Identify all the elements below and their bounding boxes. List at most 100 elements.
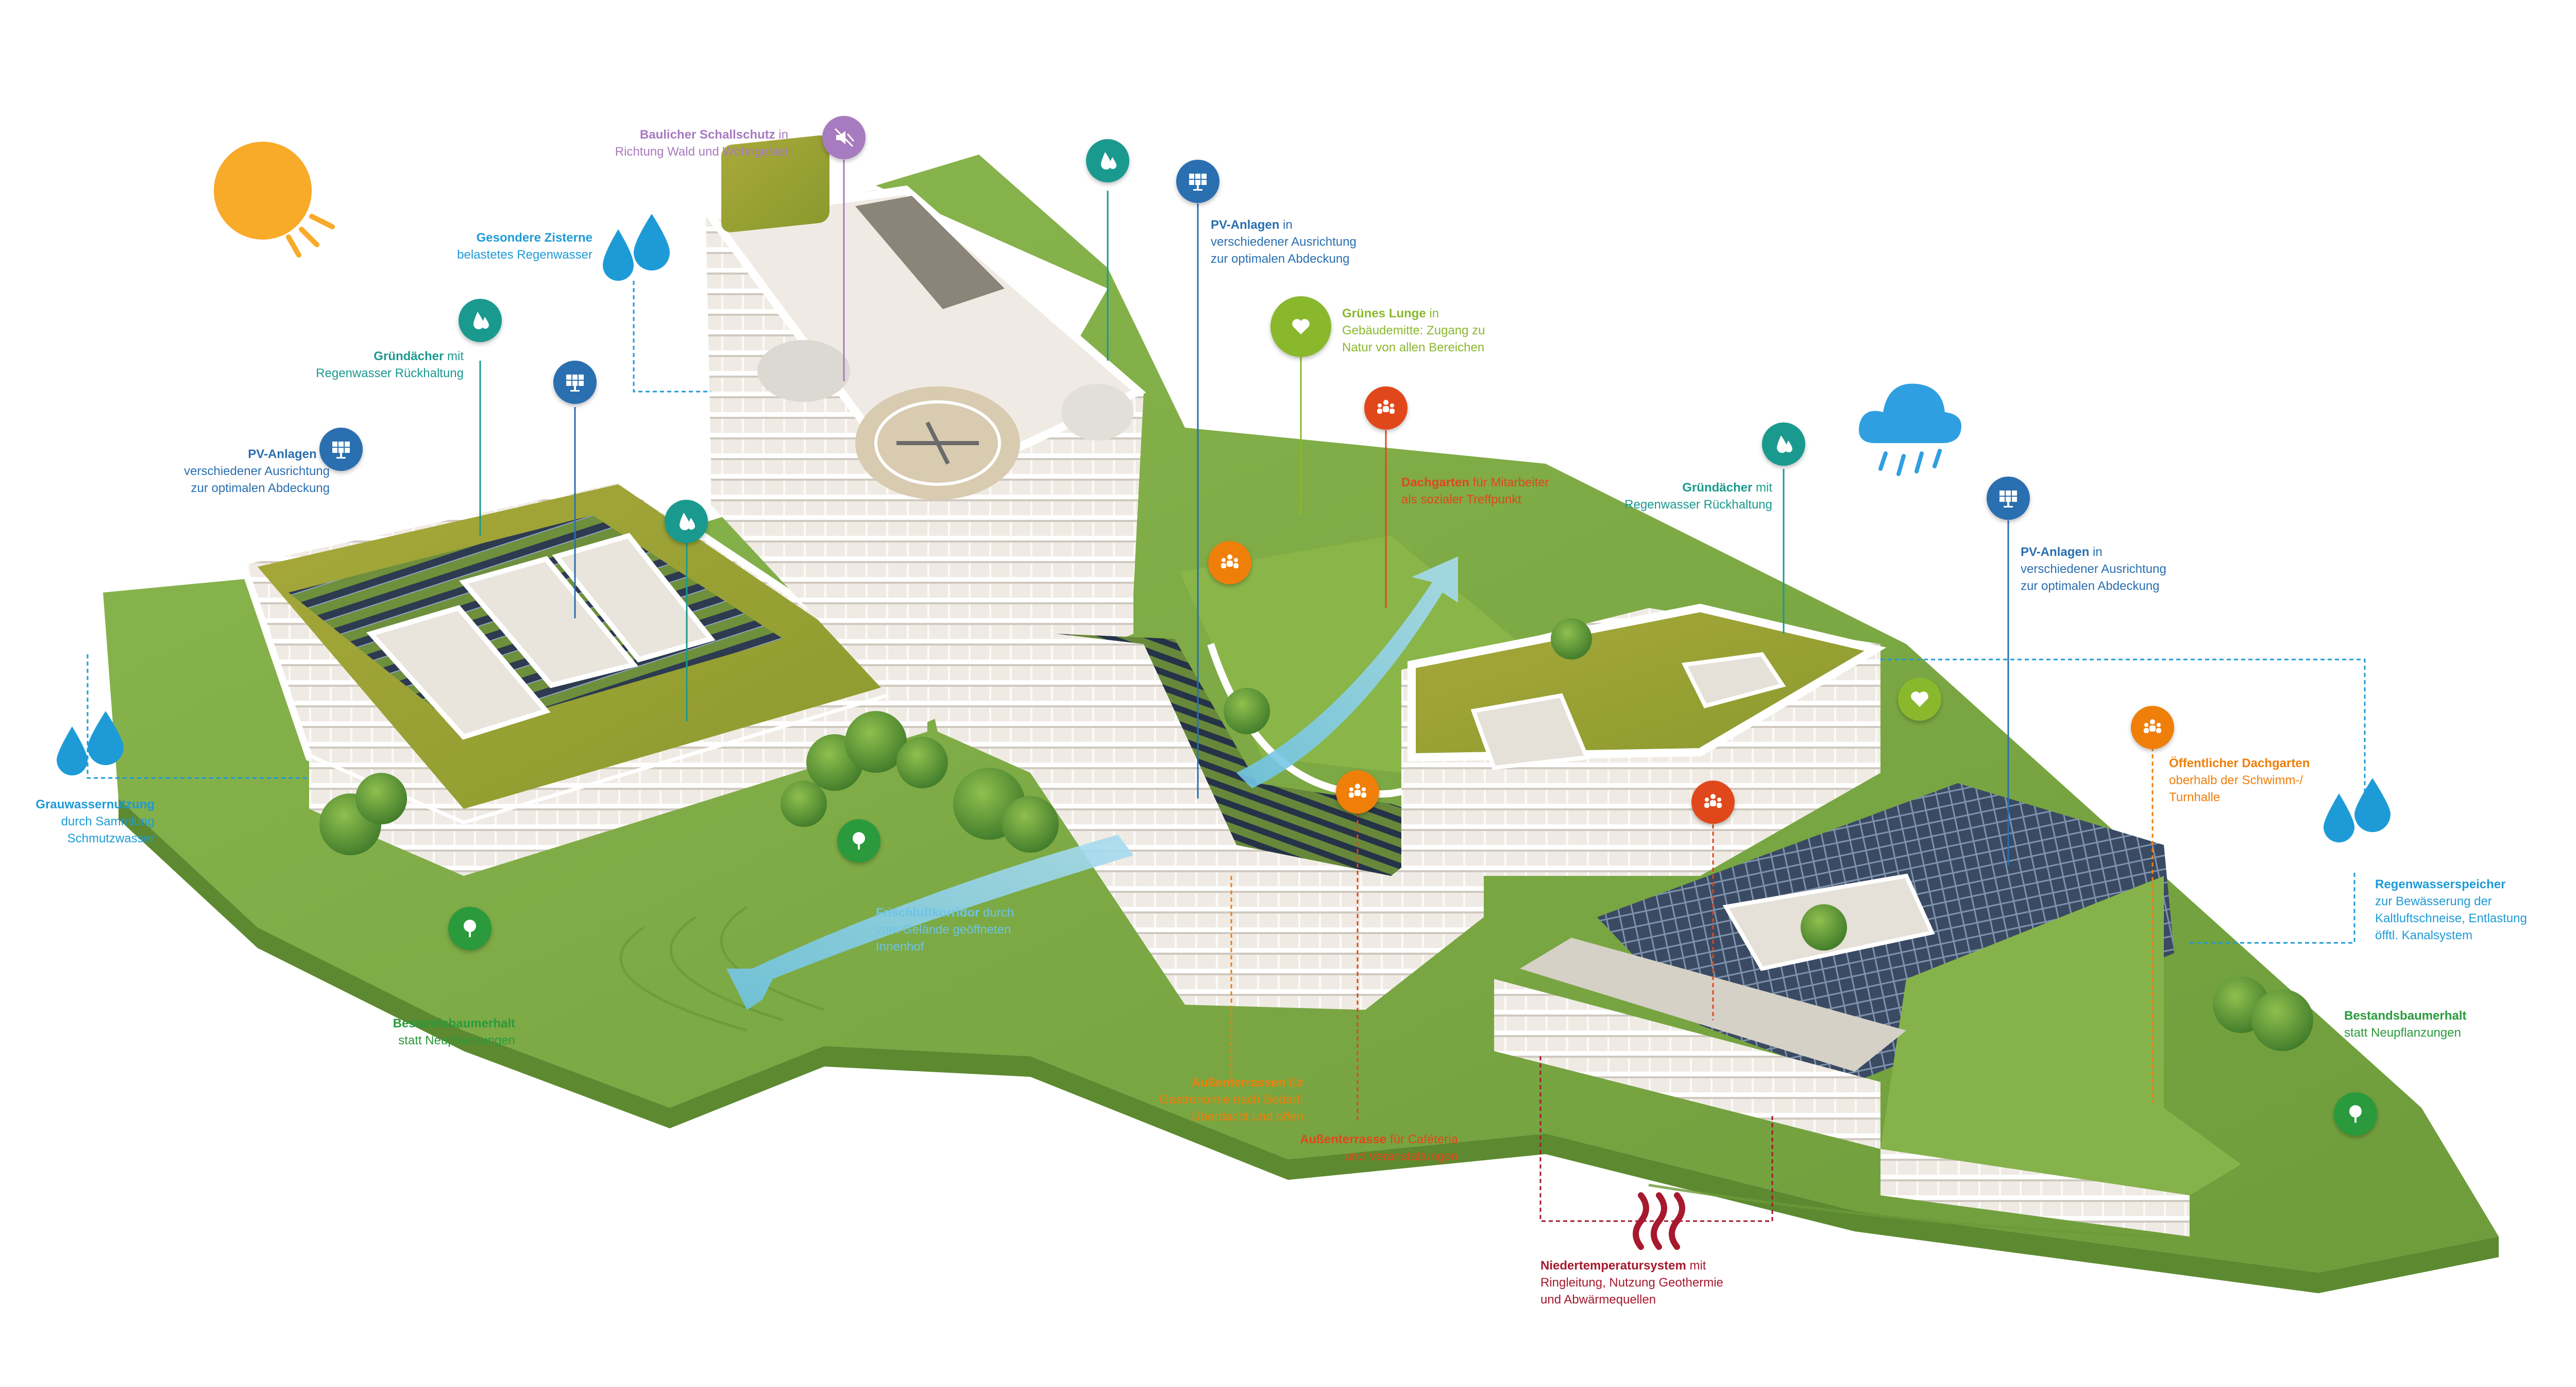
- solar-panel-icon: [1987, 477, 2030, 520]
- annotation-title: Frischluftkorridor: [876, 906, 980, 920]
- annotation-zisterne: Gesondere Zisterne belastetes Regenwasse…: [392, 229, 592, 263]
- people-icon: [2131, 706, 2174, 749]
- annotation-text: mit: [1686, 1259, 1706, 1273]
- tree-icon: [2334, 1092, 2377, 1136]
- annotation-pv-left: PV-Anlagen in verschiedener Ausrichtung …: [103, 446, 330, 497]
- solar-panel-icon: [319, 428, 363, 471]
- annotation-schallschutz: Baulicher Schallschutz in Richtung Wald …: [515, 126, 788, 160]
- annotation-frischluft: Frischluftkorridor durch zum Gelände geö…: [876, 904, 1092, 955]
- heat-waves-icon: [1633, 1192, 1685, 1250]
- annotation-text: Regenwasser Rückhaltung: [1624, 498, 1772, 512]
- annotation-pv-right: PV-Anlagen in verschiedener Ausrichtung …: [2021, 544, 2237, 595]
- water-drop-icon: [1762, 422, 1805, 466]
- annotation-title: Gründächer: [374, 349, 444, 363]
- annotation-grauwasser: Grauwassernutzung durch Sammlung Schmutz…: [0, 796, 155, 847]
- annotation-title: Außenterrassen: [1191, 1076, 1286, 1090]
- annotation-text: für Mitarbeiter: [1469, 476, 1549, 489]
- annotation-title: Dachgarten: [1401, 476, 1470, 489]
- solar-panel-icon: [553, 361, 597, 404]
- annotation-text: in: [1279, 218, 1293, 232]
- annotation-text: für Caféteria: [1386, 1132, 1458, 1146]
- people-icon: [1691, 781, 1735, 824]
- annotation-text: Gastronomie nach Bedarf:: [1159, 1093, 1303, 1107]
- annotation-text: als sozialer Treffpunkt: [1401, 493, 1522, 506]
- annotation-title: PV-Anlagen: [1211, 218, 1280, 232]
- people-icon: [1208, 541, 1251, 584]
- annotation-title: Bestandsbaumerhalt: [2344, 1009, 2467, 1023]
- annotation-text: belastetes Regenwasser: [457, 248, 592, 262]
- annotation-text: Schmutzwasser: [67, 832, 155, 845]
- annotation-niedertemp: Niedertemperatursystem mit Ringleitung, …: [1540, 1257, 1788, 1308]
- water-drops-icon: [603, 214, 670, 281]
- water-drop-icon: [665, 500, 708, 543]
- annotation-text: durch Sammlung: [61, 815, 155, 828]
- annotation-text: statt Neupflanzungen: [2344, 1026, 2461, 1040]
- annotation-title: Regenwasserspeicher: [2375, 877, 2506, 891]
- fresh-air-corridor: [726, 835, 1133, 1010]
- annotation-aussen-gastro: Außenterrassen für Gastronomie nach Beda…: [1108, 1074, 1303, 1125]
- annotation-text: zum Gelände geöffneten: [876, 923, 1011, 937]
- annotation-baum-right: Bestandsbaumerhalt statt Neupflanzungen: [2344, 1007, 2540, 1041]
- annotation-aussen-cafe: Außenterrasse für Caféteria und Veransta…: [1262, 1131, 1458, 1165]
- annotation-title: Grauwassernutzung: [36, 798, 155, 811]
- annotation-text: in: [1426, 307, 1439, 320]
- annotation-text: oberhalb der Schwimm-/: [2169, 773, 2303, 787]
- annotation-text: Gebäudemitte: Zugang zu: [1342, 324, 1485, 337]
- annotation-pv-mid: PV-Anlagen in verschiedener Ausrichtung …: [1211, 216, 1427, 267]
- fresh-air-arrow-up: [1236, 556, 1458, 788]
- annotation-text: Ringleitung, Nutzung Geothermie: [1540, 1276, 1723, 1290]
- annotation-title: Gründächer: [1682, 481, 1753, 495]
- lawn-contours: [619, 905, 2164, 1238]
- heart-icon: [1270, 296, 1331, 357]
- annotation-text: mit: [1752, 481, 1772, 495]
- annotation-text: statt Neupflanzungen: [398, 1034, 515, 1047]
- annotation-text: verschiedener Ausrichtung: [2021, 562, 2166, 576]
- leader-lines: [87, 160, 2366, 1222]
- annotation-title: PV-Anlagen: [2021, 545, 2090, 559]
- mute-icon: [822, 116, 866, 159]
- annotation-title: Niedertemperatursystem: [1540, 1259, 1686, 1273]
- annotation-title: Außenterrasse: [1300, 1132, 1387, 1146]
- annotation-text: Regenwasser Rückhaltung: [316, 366, 464, 380]
- annotation-text: und Abwärmequellen: [1540, 1293, 1656, 1307]
- sun-icon: [214, 142, 335, 258]
- trees: [319, 618, 2313, 1051]
- water-drops-icon: [57, 711, 124, 775]
- annotation-text: und Veranstaltungen: [1344, 1149, 1458, 1163]
- annotation-text: Kaltluftschneise, Entlastung: [2375, 911, 2527, 925]
- people-icon: [1364, 386, 1408, 430]
- annotation-text: Natur von allen Bereichen: [1342, 341, 1485, 354]
- annotation-text: in: [316, 447, 330, 461]
- annotation-regenwasser: Regenwasserspeicher zur Bewässerung der …: [2375, 876, 2571, 944]
- annotation-text: Überdacht und offen: [1191, 1110, 1303, 1124]
- annotation-baum-left: Bestandsbaumerhalt statt Neupflanzungen: [335, 1015, 515, 1049]
- annotation-text: verschiedener Ausrichtung: [184, 464, 330, 478]
- annotation-text: in: [775, 128, 788, 142]
- annotation-text: zur optimalen Abdeckung: [1211, 252, 1350, 266]
- annotation-gruendach-left: Gründächer mit Regenwasser Rückhaltung: [242, 348, 464, 382]
- annotation-text: durch: [979, 906, 1014, 920]
- people-icon: [1336, 770, 1379, 814]
- water-drop-icon: [459, 299, 502, 342]
- annotation-text: zur optimalen Abdeckung: [191, 481, 330, 495]
- tree-icon: [837, 819, 880, 862]
- tree-icon: [448, 907, 492, 950]
- annotation-dachgarten: Dachgarten für Mitarbeiter als sozialer …: [1401, 474, 1607, 508]
- annotation-text: Turnhalle: [2169, 790, 2221, 804]
- annotation-text: öfftl. Kanalsystem: [2375, 928, 2472, 942]
- annotation-lunge: Grünes Lunge in Gebäudemitte: Zugang zu …: [1342, 305, 1558, 356]
- annotation-title: Baulicher Schallschutz: [639, 128, 775, 142]
- annotation-text: zur optimalen Abdeckung: [2021, 579, 2160, 593]
- annotation-text: zur Bewässerung der: [2375, 894, 2492, 908]
- solar-panel-icon: [1176, 160, 1219, 203]
- annotation-title: Gesondere Zisterne: [476, 231, 592, 245]
- annotation-text: für: [1285, 1076, 1303, 1090]
- annotation-text: mit: [444, 349, 464, 363]
- heart-icon: [1898, 678, 1941, 721]
- annotation-oeffentlich: Öffentlicher Dachgarten oberhalb der Sch…: [2169, 755, 2385, 806]
- water-drop-icon: [1086, 139, 1129, 182]
- annotation-text: verschiedener Ausrichtung: [1211, 235, 1357, 249]
- left-building: [237, 475, 936, 876]
- annotation-title: Öffentlicher Dachgarten: [2169, 756, 2310, 770]
